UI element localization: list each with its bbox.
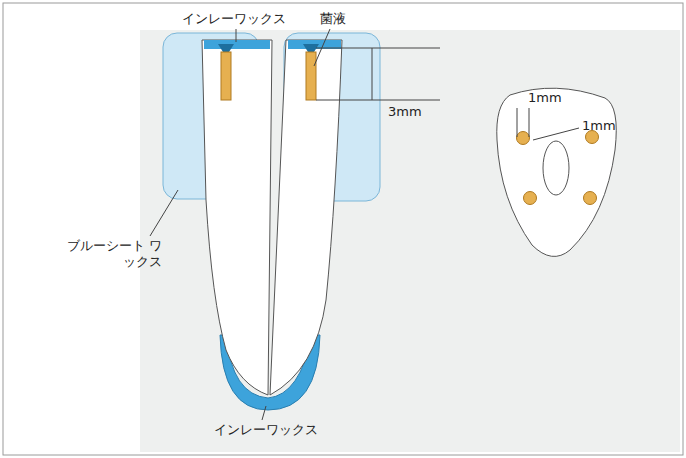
dimension-line: [529, 108, 530, 137]
dimension-line: [372, 48, 373, 100]
frame: [3, 3, 683, 455]
bacteria-hole: [221, 52, 231, 100]
bacteria-hole: [517, 132, 530, 145]
hole-funnel: [218, 44, 234, 52]
bacteria-hole: [584, 192, 597, 205]
part-label: インレーワックス: [214, 422, 318, 438]
leader-line: [236, 29, 237, 42]
leader-line: [262, 406, 266, 420]
part-label: 菌液: [320, 11, 346, 27]
root-half: [202, 40, 272, 395]
leader-line: [150, 190, 178, 236]
dimension-line: [517, 108, 518, 137]
bacteria-hole: [306, 52, 316, 100]
bacteria-hole: [524, 192, 537, 205]
dimension-label: 1mm: [528, 90, 562, 106]
root-cross-section: [497, 88, 616, 256]
root-half: [270, 40, 342, 395]
inlay-wax-band: [204, 40, 270, 49]
root-canal: [543, 141, 569, 195]
dimension-label: 1mm: [582, 118, 616, 134]
part-label: インレーワックス: [182, 11, 286, 27]
dimension-line: [316, 100, 440, 101]
leader-line: [533, 128, 579, 140]
dimension-label: 3mm: [388, 104, 422, 120]
part-label: ブルーシート ワックス: [62, 238, 162, 271]
dimension-line: [316, 48, 440, 49]
leader-line: [314, 29, 330, 66]
panel-ground: [140, 30, 680, 452]
